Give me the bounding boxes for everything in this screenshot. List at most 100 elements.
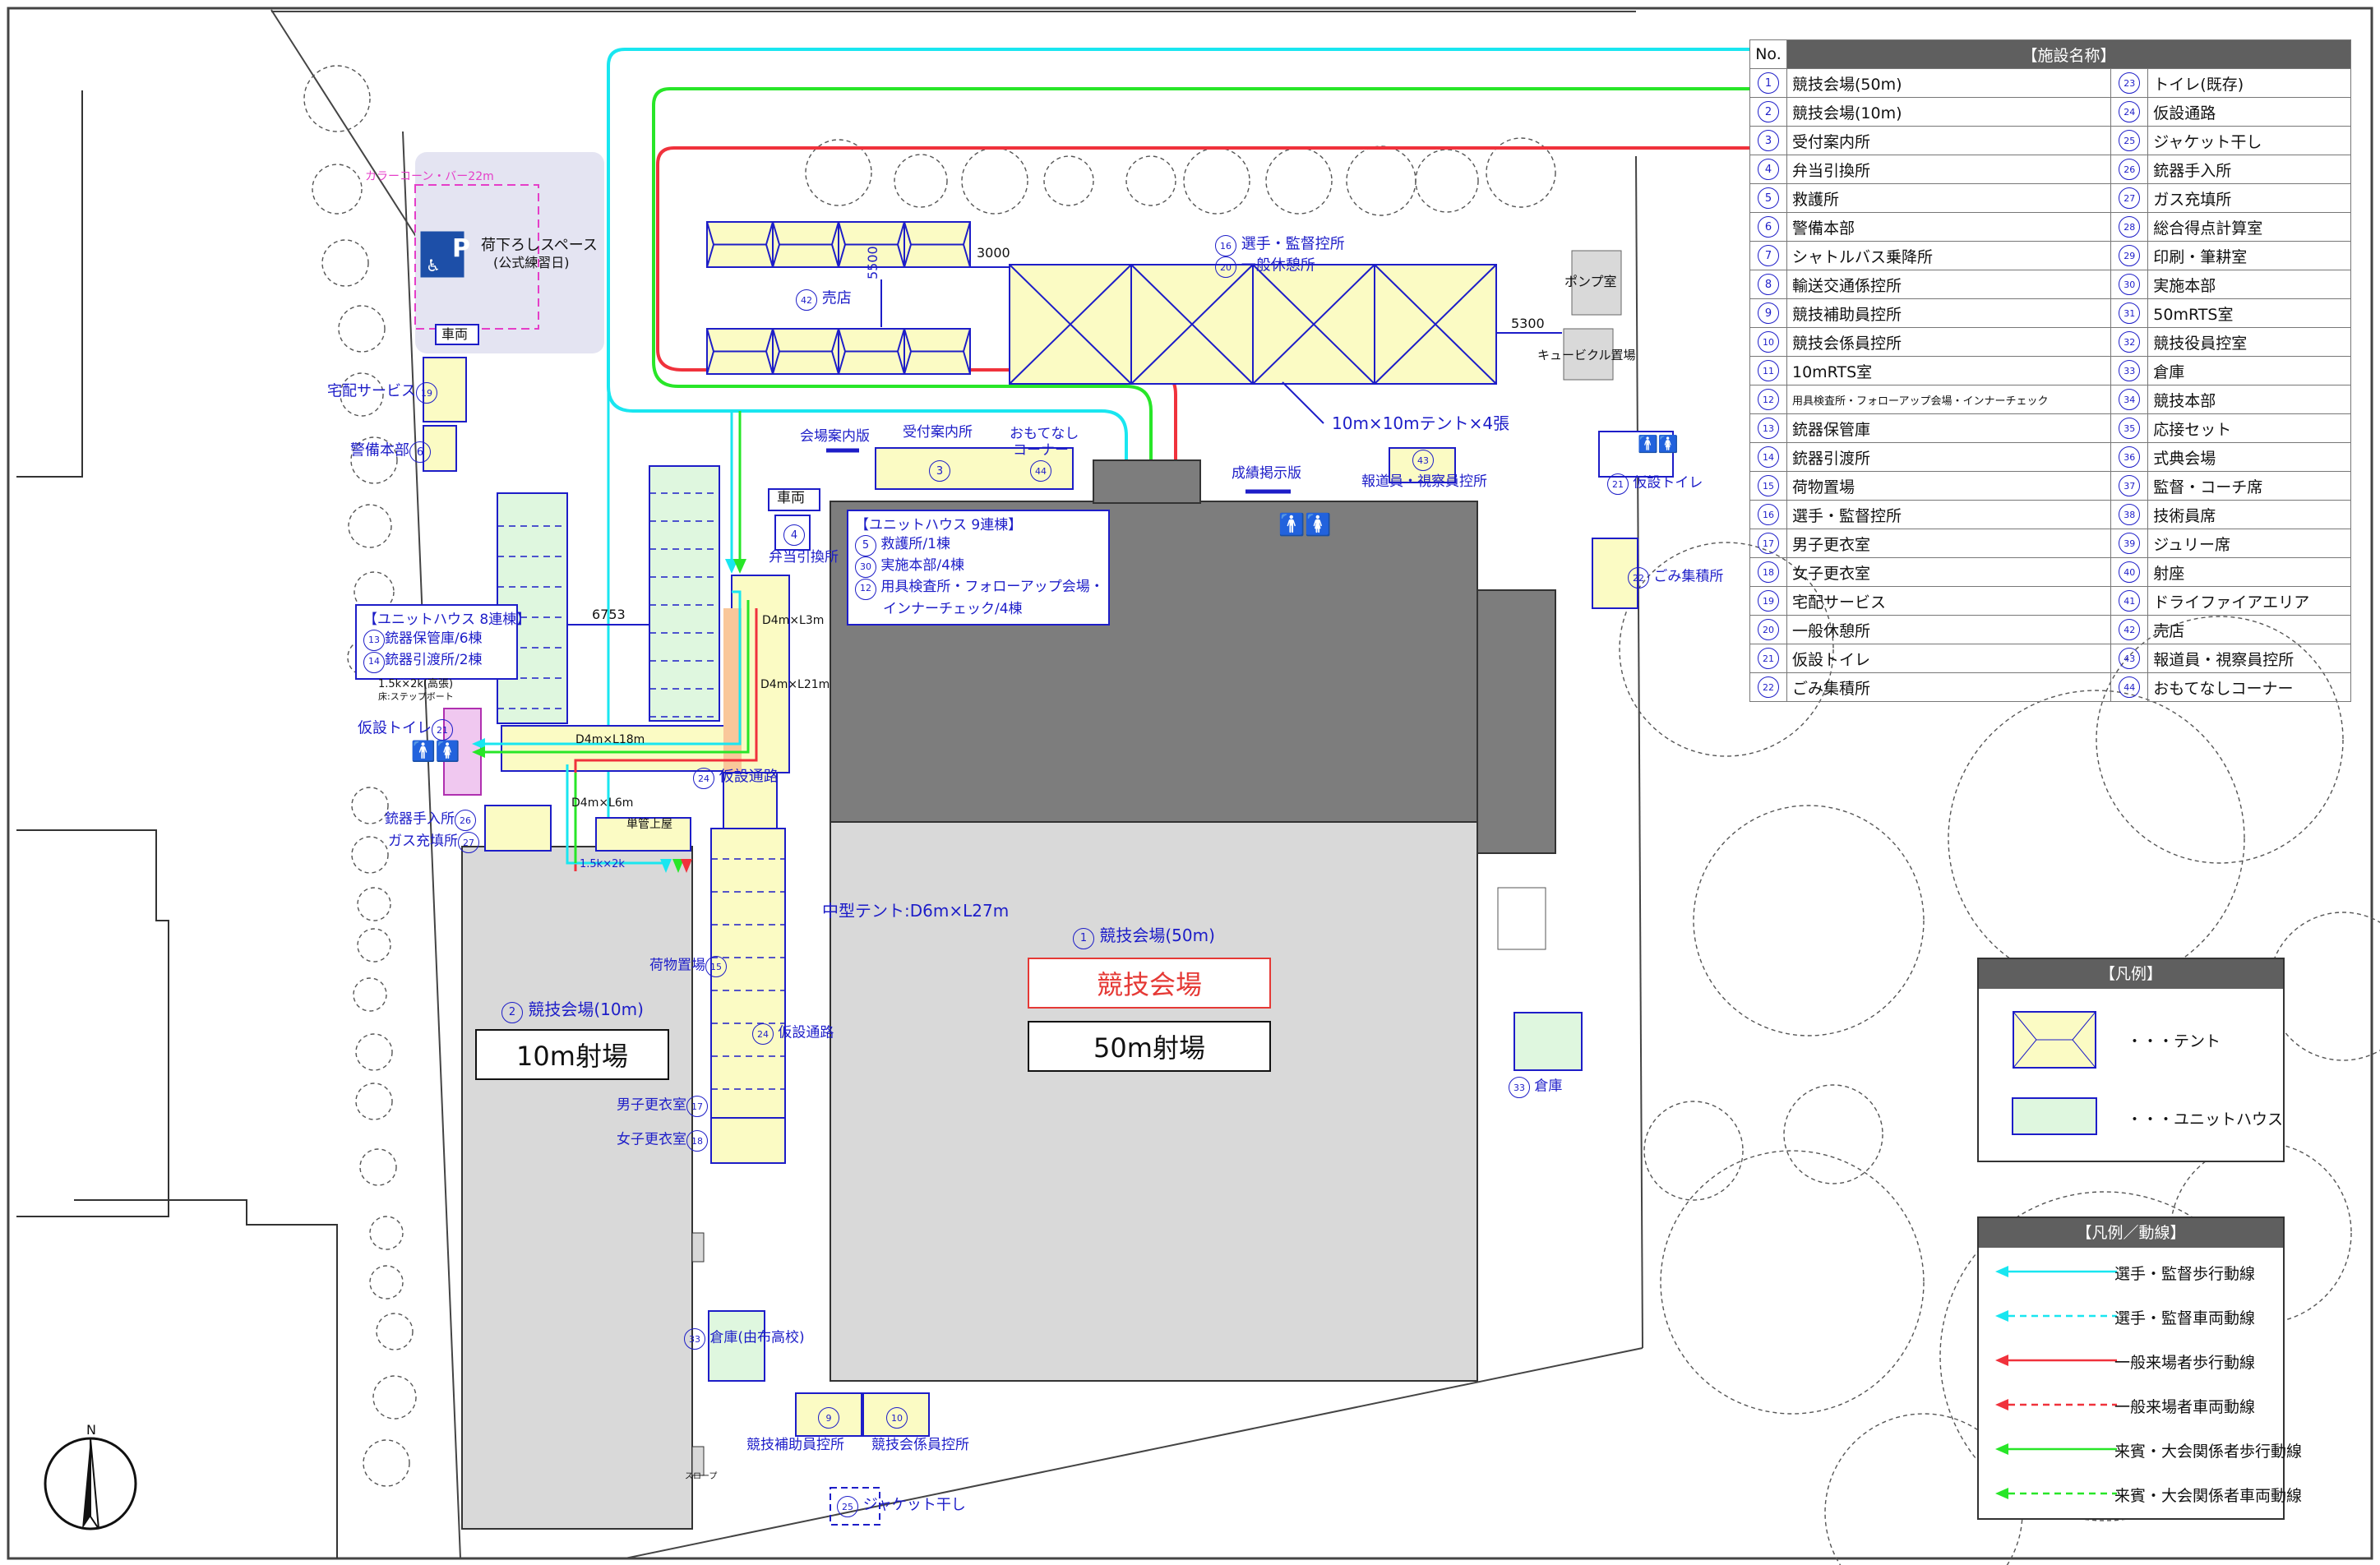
facility-name: 競技本部 — [2147, 385, 2351, 414]
venue-10m-notch-2 — [691, 1446, 705, 1476]
venue10-caption: 2 競技会場(10m) — [501, 1001, 644, 1023]
facility-number: 9 — [1758, 302, 1779, 325]
omotenashi-no: 44 — [1030, 460, 1051, 482]
facility-name: 印刷・筆耕室 — [2147, 241, 2351, 270]
facility-number: 6 — [1758, 216, 1779, 238]
facility-name: 選手・監督控所 — [1786, 500, 2112, 529]
facility-number: 17 — [1758, 533, 1779, 555]
facility-number: 3 — [1758, 130, 1779, 152]
facility-name: 監督・コーチ席 — [2147, 471, 2351, 501]
facility-name: ジュリー席 — [2147, 529, 2351, 558]
facility-number: 19 — [1758, 590, 1779, 612]
pump-label: ポンプ室 — [1564, 274, 1617, 289]
omotenashi-label-2: コーナー — [1013, 442, 1069, 459]
small-structure — [1497, 887, 1546, 950]
passage-horizontal — [501, 725, 732, 772]
facility-no: 33 — [2110, 356, 2149, 385]
reception-label: 受付案内所 — [903, 424, 973, 441]
facility-number: 16 — [1758, 504, 1779, 526]
vehicle-box-2 — [768, 488, 820, 511]
jacket-area — [830, 1487, 880, 1526]
cubicle-yard — [1563, 328, 1614, 381]
press-label: 報道員・視察員控所 — [1361, 473, 1487, 490]
venue-10m — [461, 846, 693, 1530]
unit-house-center — [649, 465, 720, 722]
large-tents — [1009, 264, 1497, 385]
press-no: 43 — [1412, 450, 1434, 471]
legend-tent-label: ・・・テント — [2127, 1032, 2221, 1050]
facility-number: 20 — [1758, 619, 1779, 641]
toilet-icon-existing: 🚹🚺 — [1278, 513, 1332, 538]
tankan-label: 単管上屋 — [626, 818, 672, 831]
facility-name: ごみ集積所 — [1786, 672, 2112, 702]
facility-name: 仮設トイレ — [1786, 644, 2112, 673]
venue50-caption: 1 競技会場(50m) — [1073, 927, 1215, 949]
venue-10m-notch-1 — [691, 1232, 705, 1263]
facility-no: 40 — [2110, 557, 2149, 587]
dim-6753: 6753 — [592, 607, 626, 622]
vehicle-box-1 — [435, 324, 479, 345]
mid-tent-top — [723, 772, 778, 829]
facility-no: 36 — [2110, 442, 2149, 472]
facility-number: 23 — [2119, 72, 2141, 95]
facility-name: おもてなしコーナー — [2147, 672, 2351, 702]
facility-no: 28 — [2110, 212, 2149, 242]
facility-no: 2 — [1749, 97, 1787, 127]
facility-number: 14 — [1758, 446, 1779, 469]
facility-name: ジャケット干し — [2147, 126, 2351, 155]
vehicle-label-1: 車両 — [441, 326, 469, 342]
flow-legend-box: 【凡例／動線】 選手・監督歩行動線選手・監督車両動線一般来場者歩行動線一般来場者… — [1977, 1216, 2302, 1520]
facility-number: 34 — [2119, 389, 2141, 411]
hiseki-label: 1.5k×2k(高張) — [378, 678, 454, 690]
facility-name: 女子更衣室 — [1786, 557, 2112, 587]
general-rest-label: 20 一般休憩所 — [1215, 256, 1315, 278]
facility-no: 8 — [1749, 270, 1787, 299]
facility-number: 28 — [2119, 216, 2141, 238]
svg-text:♿: ♿ — [426, 256, 441, 275]
facility-name: 倉庫 — [2147, 356, 2351, 385]
facility-number: 30 — [2119, 274, 2141, 296]
facility-no: 42 — [2110, 615, 2149, 644]
aux-no: 9 — [818, 1407, 839, 1429]
security-no: 6 — [409, 441, 431, 463]
facility-no: 18 — [1749, 557, 1787, 587]
facility-no: 21 — [1749, 644, 1787, 673]
unit-house-dividers — [497, 492, 719, 718]
north-label: N — [86, 1422, 96, 1438]
facility-number: 15 — [1758, 475, 1779, 497]
facility-name: 競技補助員控所 — [1786, 298, 2112, 328]
facility-no: 44 — [2110, 672, 2149, 702]
toilet21-label: 21 仮設トイレ — [1607, 473, 1703, 495]
storage-yufu-unit — [708, 1310, 765, 1382]
table-title: 【施設名称】 — [1786, 39, 2351, 69]
facility-name: 射座 — [2147, 557, 2351, 587]
flow-legend-title: 【凡例／動線】 — [1979, 1218, 2283, 1248]
flow-legend-label: 一般来場者歩行動線 — [2114, 1354, 2256, 1372]
bento-no: 4 — [783, 524, 805, 546]
facility-name: 宅配サービス — [1786, 586, 2112, 616]
passage-label: 24 仮設通路 — [693, 768, 779, 789]
venue10-box: 10m射場 — [475, 1029, 669, 1080]
facility-name: 応接セット — [2147, 413, 2351, 443]
facility-number: 13 — [1758, 418, 1779, 440]
d4m-l21m-label: D4m×L21m — [760, 678, 830, 691]
facility-number: 4 — [1758, 159, 1779, 181]
results-board-label: 成績掲示版 — [1232, 465, 1301, 482]
venue50-red-box: 競技会場 — [1028, 958, 1271, 1009]
facility-no: 39 — [2110, 529, 2149, 558]
